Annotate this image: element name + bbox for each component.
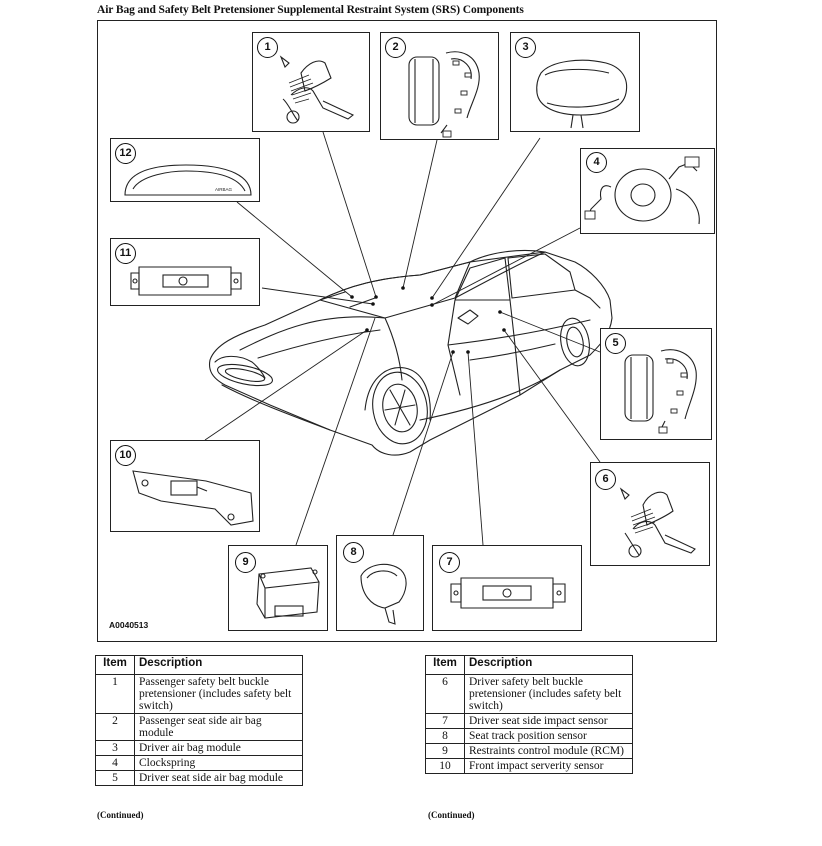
continued-note-left: (Continued) <box>97 810 144 820</box>
airbag-cover-illustration: AIRBAG <box>124 164 252 196</box>
front-impact-sensor-illustration <box>132 470 254 526</box>
callout-box-9: 9 <box>228 545 328 631</box>
column-header-description: Description <box>464 655 633 675</box>
callout-number-5: 5 <box>605 333 626 354</box>
car-mirror <box>457 309 479 325</box>
callout-box-3: 3 <box>510 32 640 132</box>
callout-box-7: 7 <box>432 545 582 631</box>
table-cell-item: 7 <box>425 713 465 729</box>
callout-box-8: 8 <box>336 535 424 631</box>
table-cell-item: 10 <box>425 758 465 774</box>
passenger-belt-pretensioner-illustration <box>279 55 355 124</box>
page-title: Air Bag and Safety Belt Pretensioner Sup… <box>97 4 524 16</box>
table-cell-description: Front impact serverity sensor <box>464 758 633 774</box>
table-cell-item: 5 <box>95 770 135 786</box>
table-cell-description: Driver seat side impact sensor <box>464 713 633 729</box>
callout-number-2: 2 <box>385 37 406 58</box>
callout-box-6: 6 <box>590 462 710 566</box>
callout-box-2: 2 <box>380 32 499 140</box>
callout-box-10: 10 <box>110 440 260 532</box>
table-cell-item: 2 <box>95 713 135 741</box>
callout-number-3: 3 <box>515 37 536 58</box>
callout-number-4: 4 <box>586 152 607 173</box>
callout-number-8: 8 <box>343 542 364 563</box>
diagram-frame <box>97 20 717 642</box>
table-cell-description: Driver seat side air bag module <box>134 770 303 786</box>
table-cell-item: 3 <box>95 740 135 756</box>
table-cell-description: Driver safety belt buckle pretensioner (… <box>464 674 633 714</box>
figure-id: A0040513 <box>109 620 149 630</box>
driver-side-airbag-illustration <box>624 349 697 434</box>
callout-number-12: 12 <box>115 143 136 164</box>
seat-track-sensor-illustration <box>360 563 407 625</box>
table-cell-item: 4 <box>95 755 135 771</box>
callout-number-6: 6 <box>595 469 616 490</box>
table-cell-item: 6 <box>425 674 465 714</box>
table-cell-item: 1 <box>95 674 135 714</box>
driver-side-impact-sensor-illustration <box>450 577 566 609</box>
car-front-wheel <box>372 371 428 445</box>
car-body <box>208 249 613 456</box>
car-roof <box>454 251 546 299</box>
table-cell-description: Passenger safety belt buckle pretensione… <box>134 674 303 714</box>
callout-box-1: 1 <box>252 32 370 132</box>
column-header-item: Item <box>425 655 465 675</box>
table-cell-description: Clockspring <box>134 755 303 771</box>
side-impact-sensor-illustration <box>130 266 242 296</box>
car-front-door-window <box>454 257 511 301</box>
car-windshield <box>319 261 471 319</box>
car-headlight <box>214 355 266 379</box>
callout-box-12: AIRBAG 12 <box>110 138 260 202</box>
driver-belt-pretensioner-illustration <box>619 487 696 558</box>
table-cell-item: 8 <box>425 728 465 744</box>
column-header-description: Description <box>134 655 303 675</box>
table-header-row: Item Description <box>95 655 303 675</box>
column-header-item: Item <box>95 655 135 675</box>
table-header-row: Item Description <box>425 655 633 675</box>
table-cell-description: Driver air bag module <box>134 740 303 756</box>
callout-number-10: 10 <box>115 445 136 466</box>
table-cell-description: Restraints control module (RCM) <box>464 743 633 759</box>
car-door-lines <box>447 299 461 396</box>
airbag-label: AIRBAG <box>215 187 233 192</box>
continued-note-right: (Continued) <box>428 810 475 820</box>
driver-airbag-module-illustration <box>536 59 628 129</box>
table-cell-item: 9 <box>425 743 465 759</box>
passenger-side-airbag-illustration <box>408 51 480 138</box>
callout-box-4: 4 <box>580 148 715 234</box>
callout-number-7: 7 <box>439 552 460 573</box>
car-rear-wheel <box>560 317 590 367</box>
callout-number-9: 9 <box>235 552 256 573</box>
restraints-control-module-illustration <box>256 567 320 619</box>
callout-box-5: 5 <box>600 328 712 440</box>
callout-number-11: 11 <box>115 243 136 264</box>
car-hood <box>239 316 386 351</box>
table-cell-description: Passenger seat side air bag module <box>134 713 303 741</box>
car-wipers <box>319 291 376 308</box>
callout-number-1: 1 <box>257 37 278 58</box>
callout-box-11: 11 <box>110 238 260 306</box>
leader-lines <box>204 131 601 546</box>
table-cell-description: Seat track position sensor <box>464 728 633 744</box>
clockspring-illustration <box>584 156 700 225</box>
